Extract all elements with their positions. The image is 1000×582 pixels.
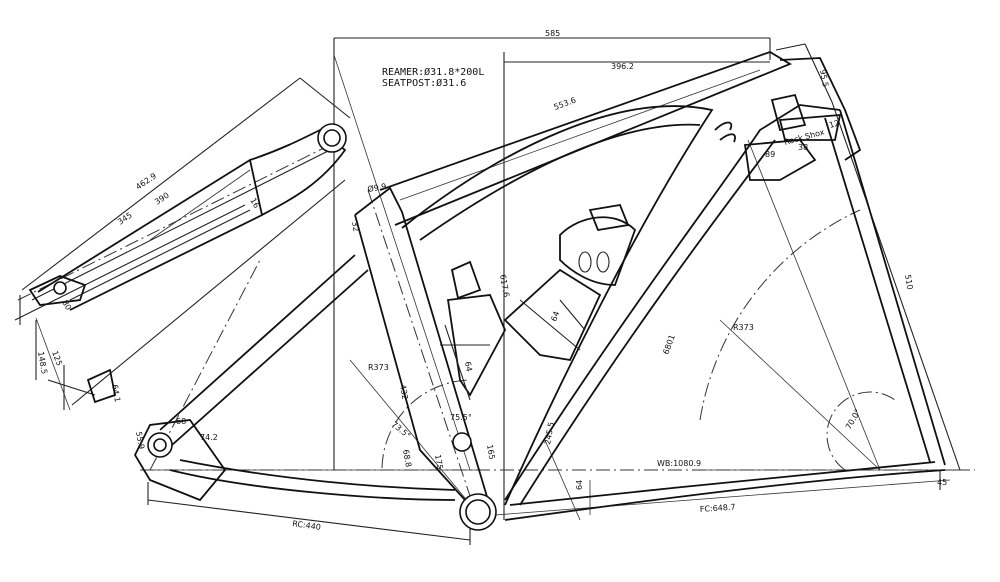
dim-64-1: 64.1 [110,384,122,403]
angle-73-5: 73.5° [390,420,412,441]
dim-rc-440: RC:440 [292,519,322,532]
dim-95-5: 95.5 [818,69,830,88]
frame-outline [133,51,946,531]
seatpost-note: SEATPOST:Ø31.6 [382,77,466,89]
dim-510: 510 [903,274,915,291]
dimension-labels: 585 396.2 553.6 95.5 12 89 38 Rock Shox … [36,29,947,532]
dim-345: 345 [116,211,134,227]
dim-585: 585 [545,29,560,38]
dimension-lines [147,37,961,545]
dim-125: 125 [50,350,64,367]
dim-fc-648-7: FC:648.7 [700,503,736,514]
dim-553-6: 553.6 [553,96,578,112]
dim-64-bottle: 64 [463,361,474,373]
dim-12: 12 [828,119,840,130]
dim-68-8: 68.8 [401,449,413,468]
dim-396-2: 396.2 [611,62,634,71]
angle-75-5: 75.5° [450,413,472,422]
dim-38: 38 [798,143,808,152]
reamer-note: REAMER:Ø31.8*200L [382,66,484,78]
dim-165: 165 [485,444,497,461]
dim-32: 32 [350,221,361,233]
dim-74-2: 74.2 [200,433,218,442]
center-lines [17,139,975,521]
dim-16: 16 [248,197,261,210]
dim-617-6: 617.6 [498,274,511,298]
dim-68: 68 [176,417,186,426]
dim-64-bb: 64 [575,480,584,490]
dim-390: 390 [153,191,171,207]
dim-175: 175 [433,454,445,471]
dim-245-5: 245.5 [543,421,556,445]
dim-45: 45 [937,478,947,487]
dim-89: 89 [765,150,775,159]
radius-r373-right: R373 [733,323,754,332]
dim-9-9: Ø9.9 [367,181,387,194]
dim-432: 432 [398,384,410,401]
dim-148-5: 148.5 [36,351,49,375]
bottle-cages [440,203,637,401]
fork-outline [14,77,351,411]
dim-64-cage: 64 [549,310,561,323]
dim-55-9: 55.9 [134,431,146,450]
radius-r373-left: R373 [368,363,389,372]
dim-80: 80 [60,299,73,312]
dim-6801: 6801 [661,333,676,355]
dim-wheelbase: WB:1080.9 [657,459,701,468]
